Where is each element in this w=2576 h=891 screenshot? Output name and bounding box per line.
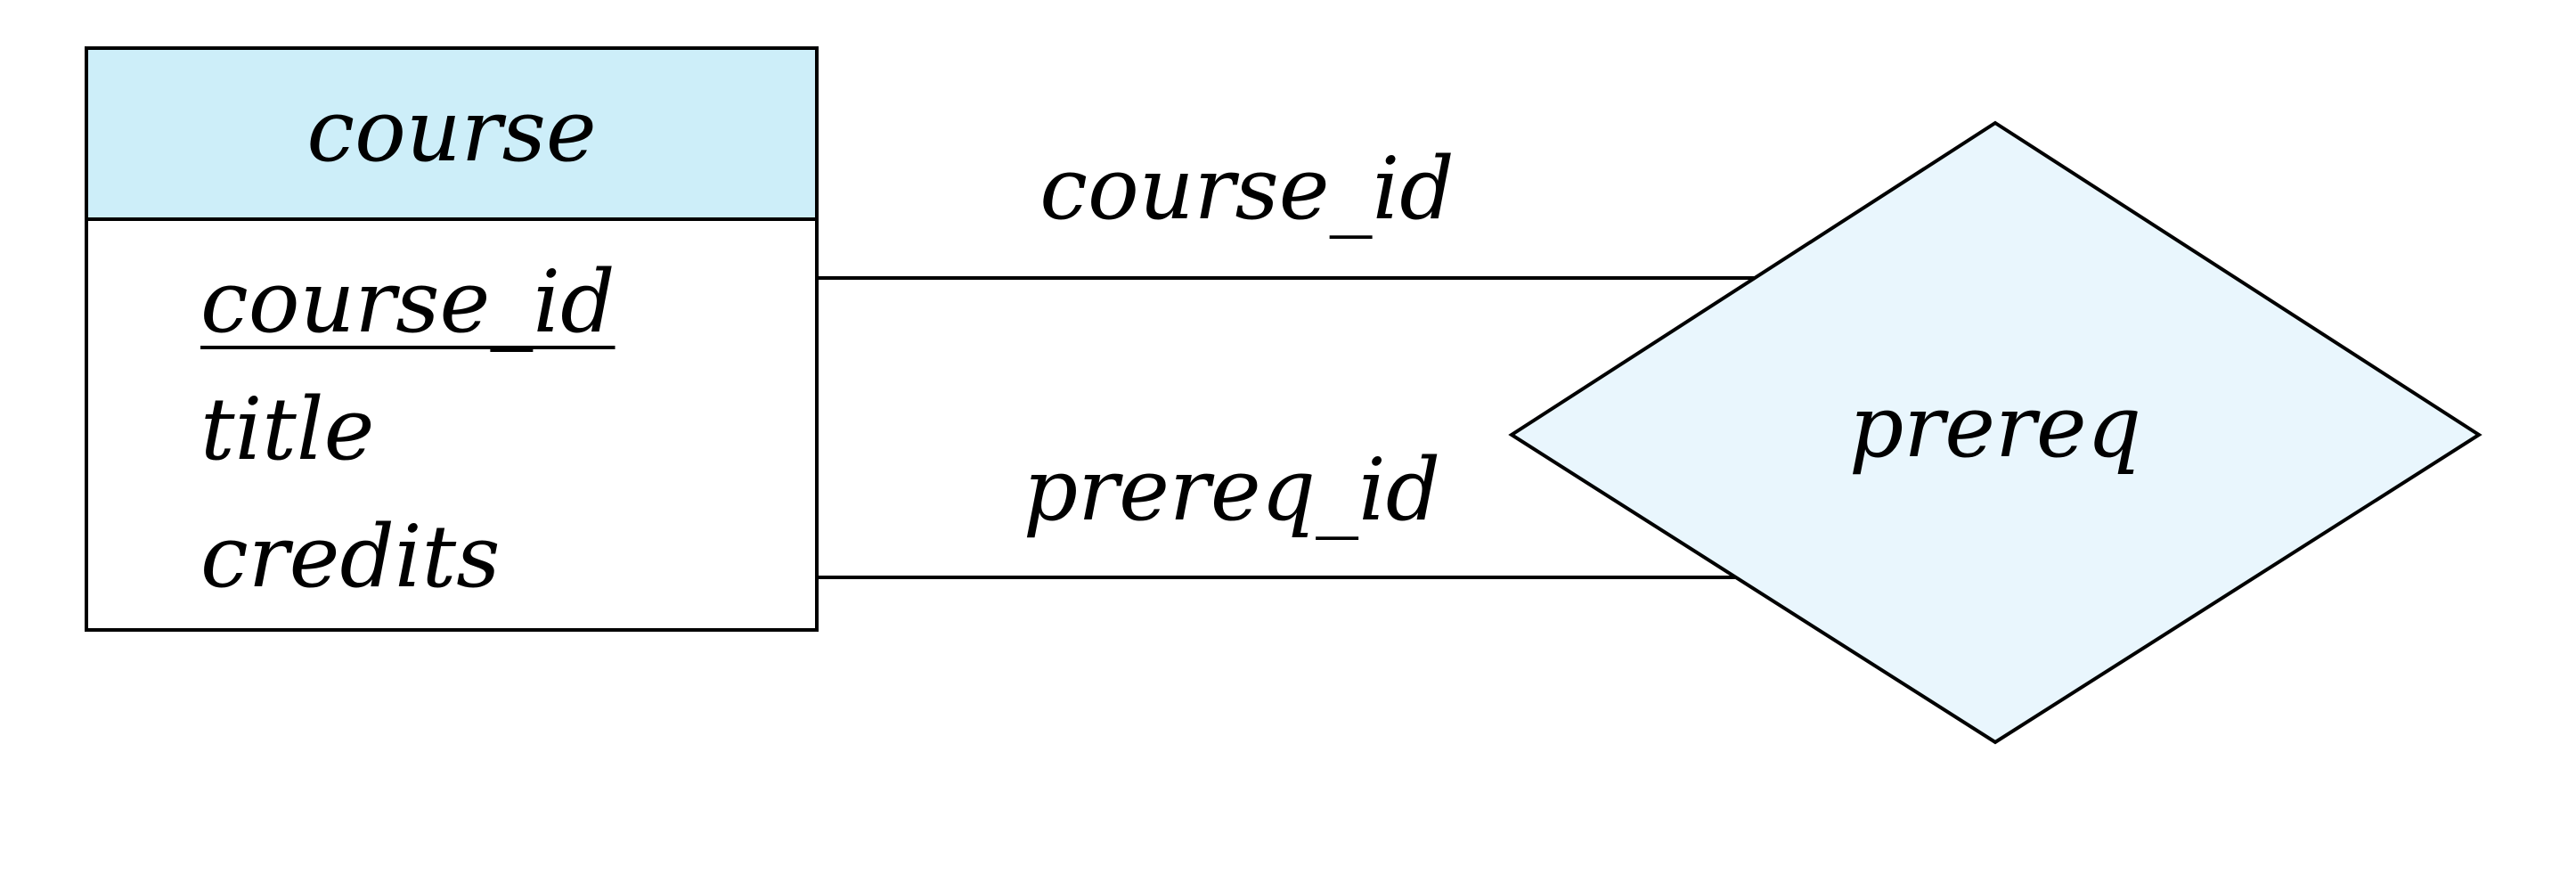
entity-course[interactable]: course course_id title credits — [85, 46, 819, 632]
entity-header-box — [85, 46, 819, 221]
role-label-prereq-id: prereq_id — [1023, 440, 1440, 540]
entity-body-box — [85, 217, 819, 632]
attribute-credits: credits — [200, 507, 500, 607]
attribute-title: title — [200, 380, 374, 479]
role-label-course-id: course_id — [1039, 139, 1455, 239]
attribute-course-id: course_id — [200, 252, 615, 352]
relationship-diamond — [1508, 120, 2482, 745]
relationship-prereq[interactable]: prereq — [1508, 120, 2482, 745]
relationship-name: prereq — [1849, 377, 2141, 477]
entity-name: course — [306, 81, 596, 181]
